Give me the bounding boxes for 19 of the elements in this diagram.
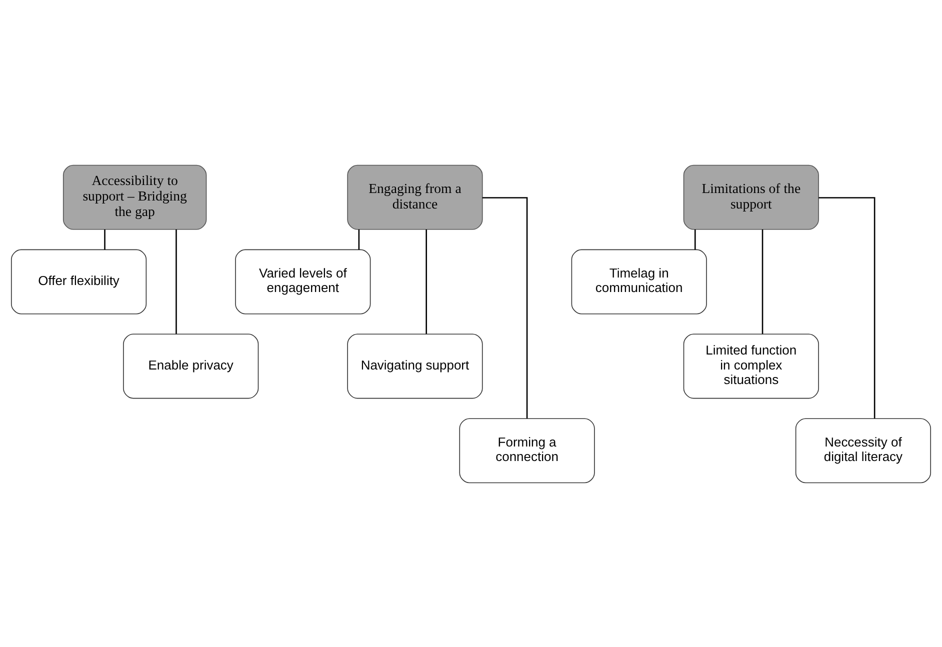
- node-box: Varied levels of engagement: [235, 248, 371, 314]
- node-box: Accessibility to support – Bridging the gap: [62, 164, 207, 230]
- connector: [762, 229, 764, 334]
- connector: [482, 196, 528, 418]
- node-box: Neccessity of digital literacy: [795, 418, 932, 483]
- node-box: Limited function in complex situations: [683, 333, 819, 398]
- connector: [358, 229, 360, 250]
- connector: [104, 229, 106, 250]
- node-box: Timelag in communication: [571, 248, 707, 314]
- node-box: Enable privacy: [123, 333, 259, 398]
- connector: [176, 229, 177, 334]
- connector: [426, 229, 427, 334]
- node-box: Engaging from a distance: [347, 164, 483, 230]
- node-box: Forming a connection: [459, 418, 595, 483]
- node-box: Limitations of the support: [683, 164, 819, 230]
- node-box: Offer flexibility: [10, 248, 147, 314]
- connector: [694, 229, 696, 250]
- node-box: Navigating support: [347, 333, 483, 398]
- connector: [818, 196, 876, 418]
